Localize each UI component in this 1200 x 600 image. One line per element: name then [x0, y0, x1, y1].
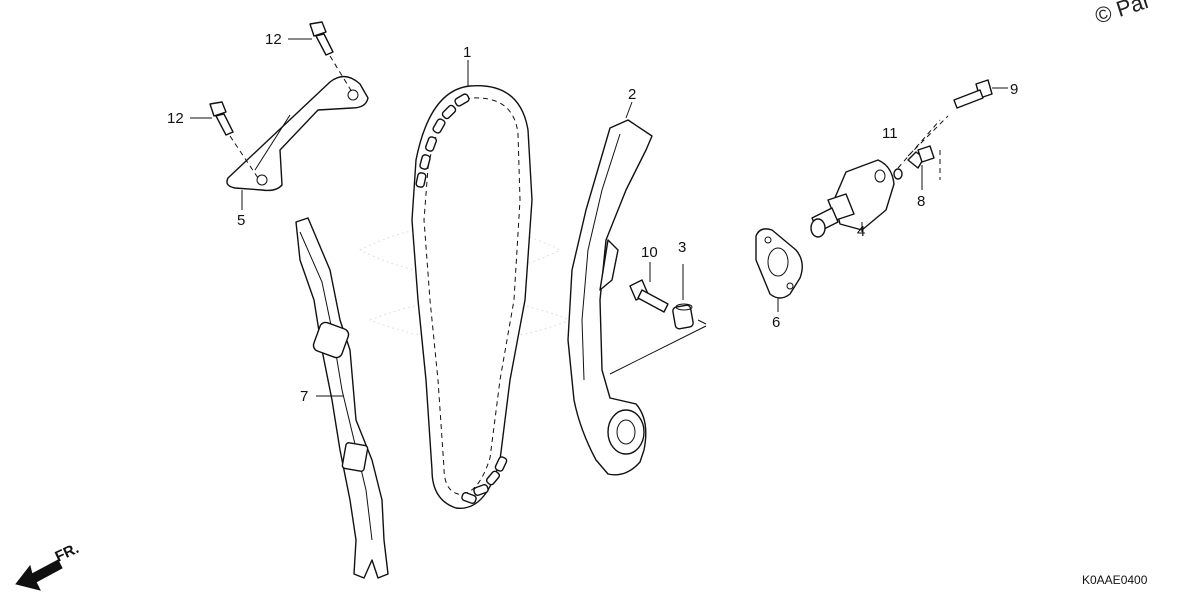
callout-10: 10	[641, 244, 658, 261]
chain-links-top	[415, 93, 470, 188]
front-label: FR.	[53, 540, 82, 566]
tensioner-arm[interactable]	[567, 119, 653, 476]
tensioner-lifter[interactable]	[810, 159, 895, 238]
callout-5: 5	[237, 212, 245, 229]
tensioner-bolt[interactable]	[907, 145, 935, 190]
front-direction-indicator: FR.	[15, 540, 82, 591]
front-arrow-icon	[15, 559, 63, 591]
pivot-bushing	[607, 409, 645, 455]
chain-links-bottom	[461, 456, 508, 505]
watermark-text: © Par	[1092, 0, 1154, 29]
guide-tab	[341, 442, 369, 472]
bolt-12-lower[interactable]	[209, 101, 259, 179]
callout-1: 1	[463, 44, 471, 61]
arm-tab	[599, 239, 619, 291]
tensioner-gasket[interactable]	[755, 228, 803, 299]
bolt-12-upper[interactable]	[309, 21, 353, 93]
pivot-bolt[interactable]	[629, 262, 669, 313]
callout-11: 11	[882, 125, 898, 142]
callout-12-upper: 12	[265, 31, 282, 48]
collar[interactable]	[672, 264, 707, 330]
callout-8: 8	[917, 193, 925, 210]
washer[interactable]	[893, 115, 949, 180]
plunger-tip	[810, 218, 826, 238]
callout-9: 9	[1010, 81, 1018, 98]
callout-6: 6	[772, 314, 780, 331]
chain-guide-left[interactable]	[295, 217, 389, 579]
callout-12-lower: 12	[167, 110, 184, 127]
callout-7: 7	[300, 388, 308, 405]
guide-tab	[312, 321, 350, 359]
sealing-bolt[interactable]	[939, 79, 1008, 180]
assembly-line	[609, 325, 707, 375]
bolt-hole-icon	[347, 89, 359, 101]
callout-3: 3	[678, 239, 686, 256]
leader-line	[625, 101, 633, 119]
upper-guide-plate[interactable]	[226, 75, 369, 192]
cam-chain[interactable]	[411, 85, 533, 509]
callout-2: 2	[628, 86, 636, 103]
bolt-hole-icon	[256, 174, 268, 186]
callout-4: 4	[857, 223, 865, 240]
diagram-code: K0AAE0400	[1082, 573, 1148, 587]
